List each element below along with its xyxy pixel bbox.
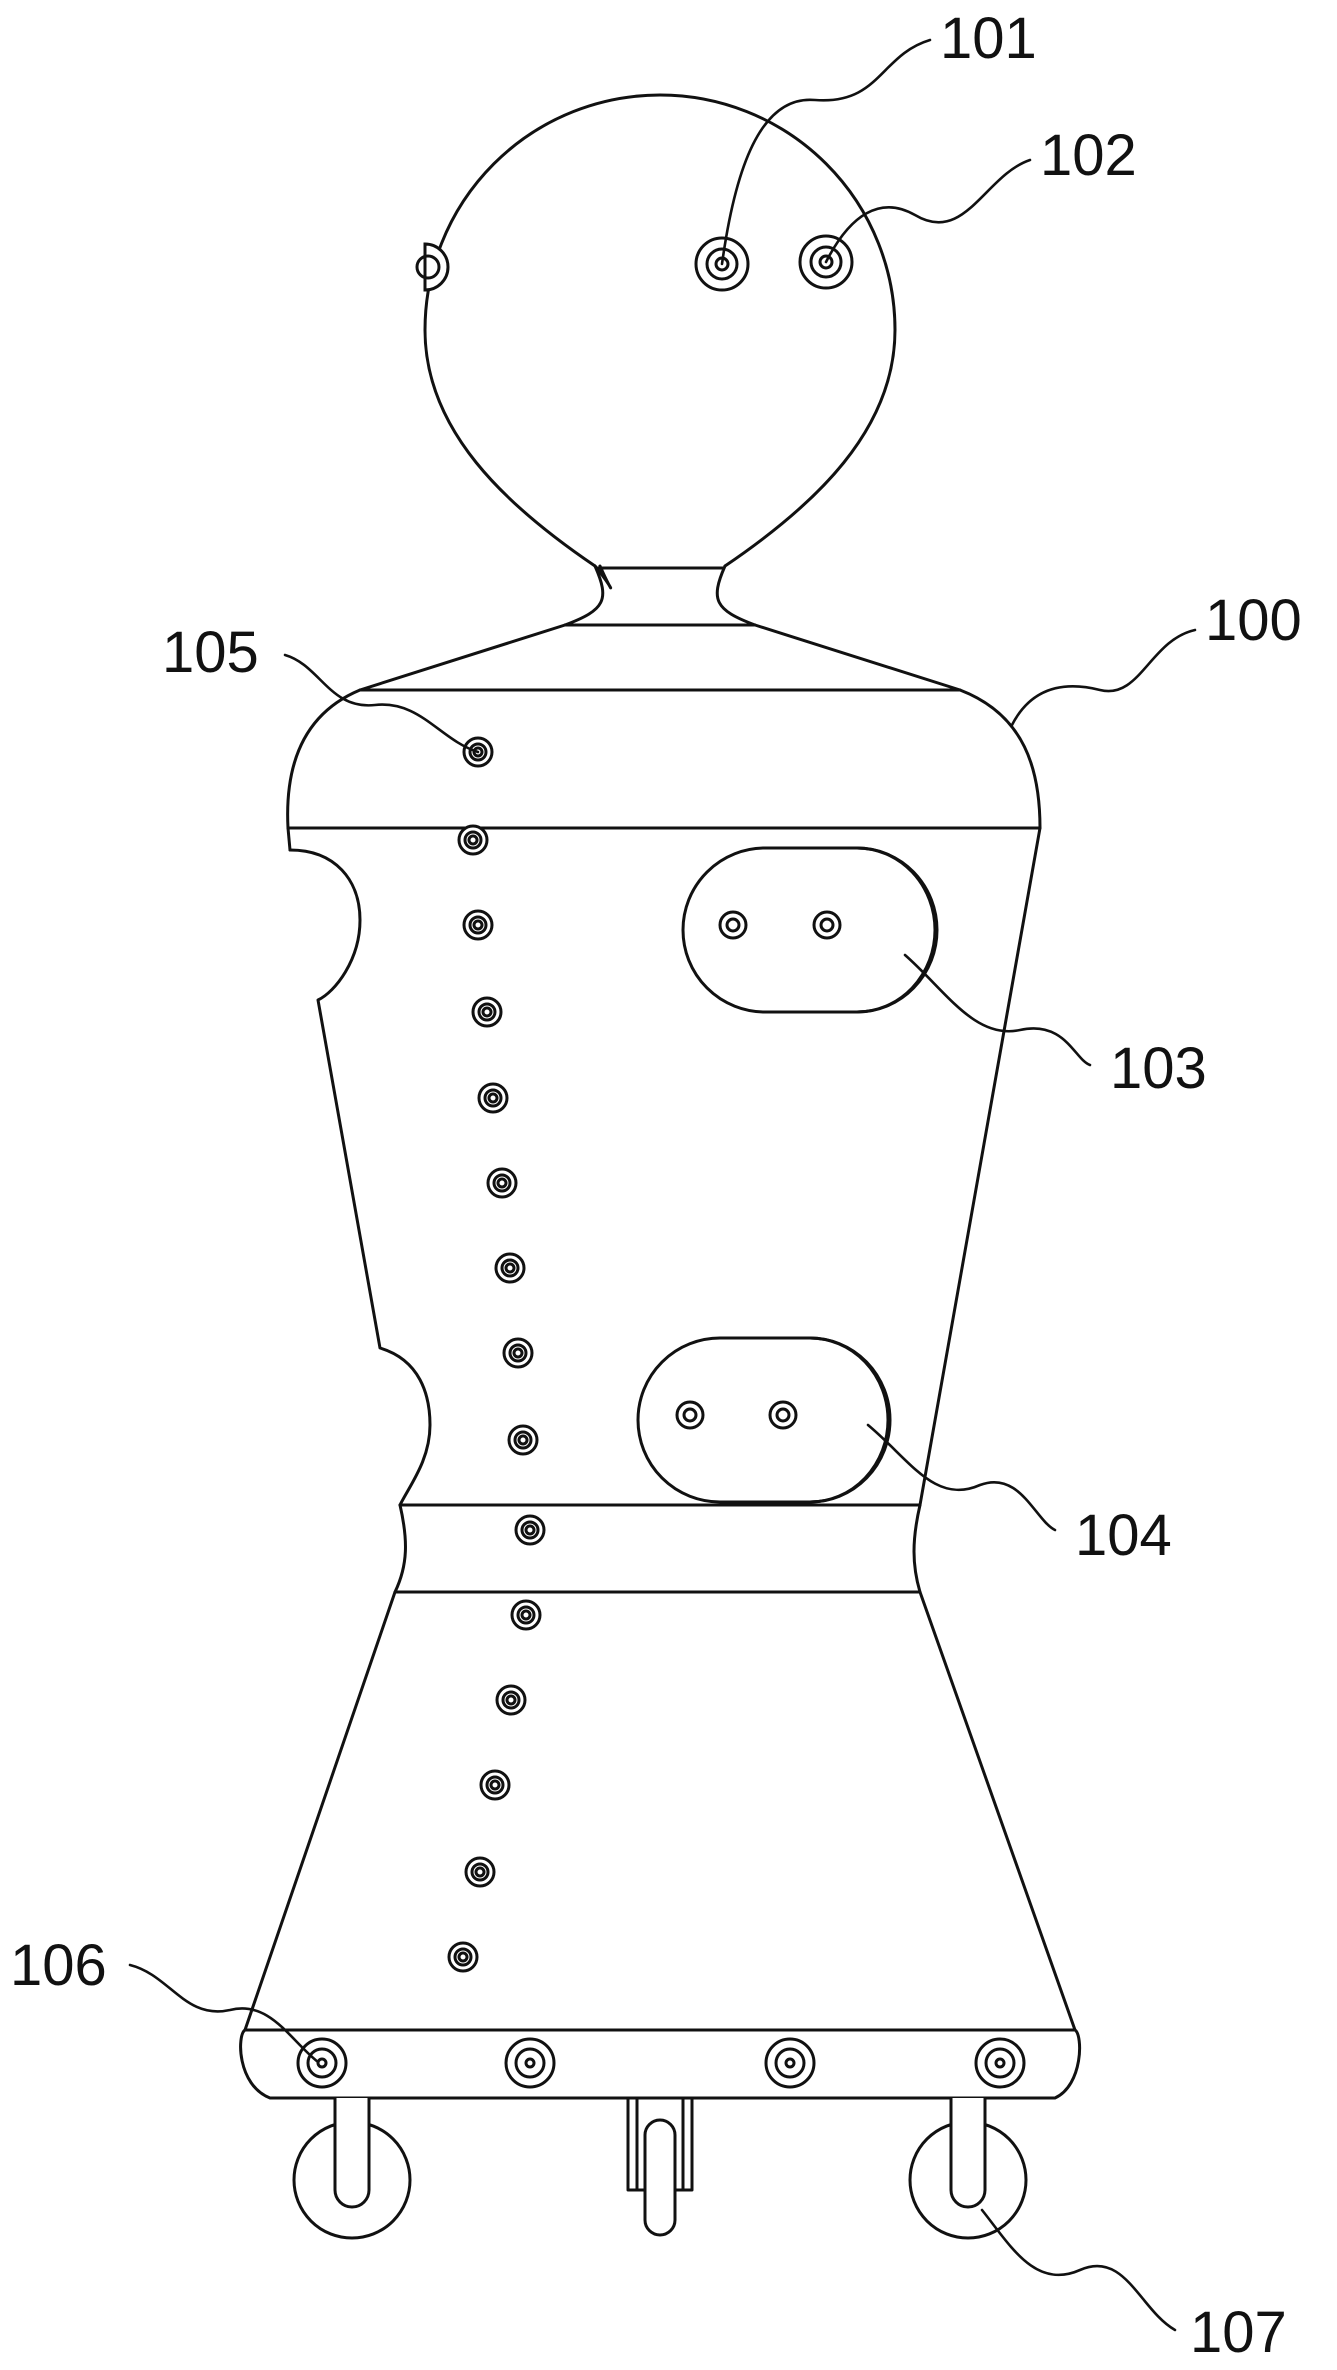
label-102: 102 [1040, 123, 1137, 188]
spine-sensor-14 [464, 1856, 496, 1888]
label-103: 103 [1110, 1036, 1207, 1101]
base-sensor-row [296, 2037, 1026, 2089]
spine-sensor-4 [471, 996, 503, 1028]
base-plate [239, 2028, 1081, 2100]
upper-pad-sensor-2-core [819, 917, 835, 933]
spine-sensor-7 [494, 1252, 526, 1284]
head-outline [423, 93, 897, 568]
spine-sensor-9 [507, 1424, 539, 1456]
leader-104 [866, 1423, 1057, 1532]
lower-arm-pad [636, 1336, 892, 1504]
torso-left-join [286, 826, 292, 852]
torso [286, 623, 1042, 1507]
neck-left-curve [593, 564, 613, 590]
lower-body-outline [243, 1590, 1077, 2032]
leader-101 [720, 38, 932, 266]
base-sensor-2 [504, 2037, 556, 2089]
neck-outline [563, 564, 757, 627]
label-101: 101 [940, 6, 1037, 71]
spine-sensor-5 [477, 1082, 509, 1114]
head [423, 93, 897, 590]
spine-sensor-11 [510, 1599, 542, 1631]
wheel-center-tire [643, 2118, 677, 2237]
spine-sensor-3 [462, 909, 494, 941]
shoulder-outline [286, 623, 1042, 830]
reference-numerals: 101 102 100 105 103 104 106 107 [10, 6, 1302, 2365]
base-sensor-1 [296, 2037, 348, 2089]
spine-sensor-12 [495, 1684, 527, 1716]
wheel-right-fork [949, 2098, 987, 2209]
label-100: 100 [1205, 588, 1302, 653]
label-105: 105 [162, 620, 259, 685]
leader-102 [824, 158, 1032, 264]
wheel-left-fork [333, 2098, 371, 2209]
wheels [292, 2096, 1028, 2240]
spine-sensor-8 [502, 1337, 534, 1369]
leader-105 [283, 653, 480, 754]
base-sensor-3 [764, 2037, 816, 2089]
waist-band [393, 1503, 922, 1594]
lower-pad-back [808, 1336, 892, 1504]
spine-sensor-column [447, 736, 546, 1973]
base-sensor-4 [974, 2037, 1026, 2089]
label-106: 106 [10, 1933, 107, 1998]
leader-100 [1010, 628, 1197, 727]
lower-pad-sensor-1-core [682, 1407, 698, 1423]
leader-106 [128, 1963, 320, 2064]
upper-arm-pad [681, 846, 939, 1014]
neck [563, 564, 757, 627]
spine-sensor-15 [447, 1941, 479, 1973]
side-sensor [423, 242, 450, 292]
waist-band-outline [393, 1503, 922, 1594]
torso-left-side [288, 848, 432, 1507]
wheel-center [626, 2096, 694, 2237]
upper-pad-back [855, 846, 939, 1014]
eyes [415, 234, 854, 292]
leader-107 [980, 2208, 1177, 2332]
spine-sensor-2 [457, 824, 489, 856]
leader-103 [903, 953, 1092, 1067]
side-sensor-ring [415, 254, 441, 280]
upper-pad-sensor-1-core [725, 917, 741, 933]
lower-pad-sensor-2-core [775, 1407, 791, 1423]
label-104: 104 [1075, 1503, 1172, 1568]
spine-sensor-13 [479, 1769, 511, 1801]
torso-right-side [918, 826, 1042, 1507]
spine-sensor-10 [514, 1514, 546, 1546]
wheel-right [908, 2098, 1028, 2240]
lower-pad-outline [636, 1336, 890, 1504]
lower-body [239, 1590, 1081, 2100]
label-107: 107 [1190, 2300, 1287, 2365]
wheel-left [292, 2098, 412, 2240]
upper-pad-outline [681, 846, 937, 1014]
leader-lines [128, 38, 1197, 2332]
spine-sensor-6 [486, 1167, 518, 1199]
